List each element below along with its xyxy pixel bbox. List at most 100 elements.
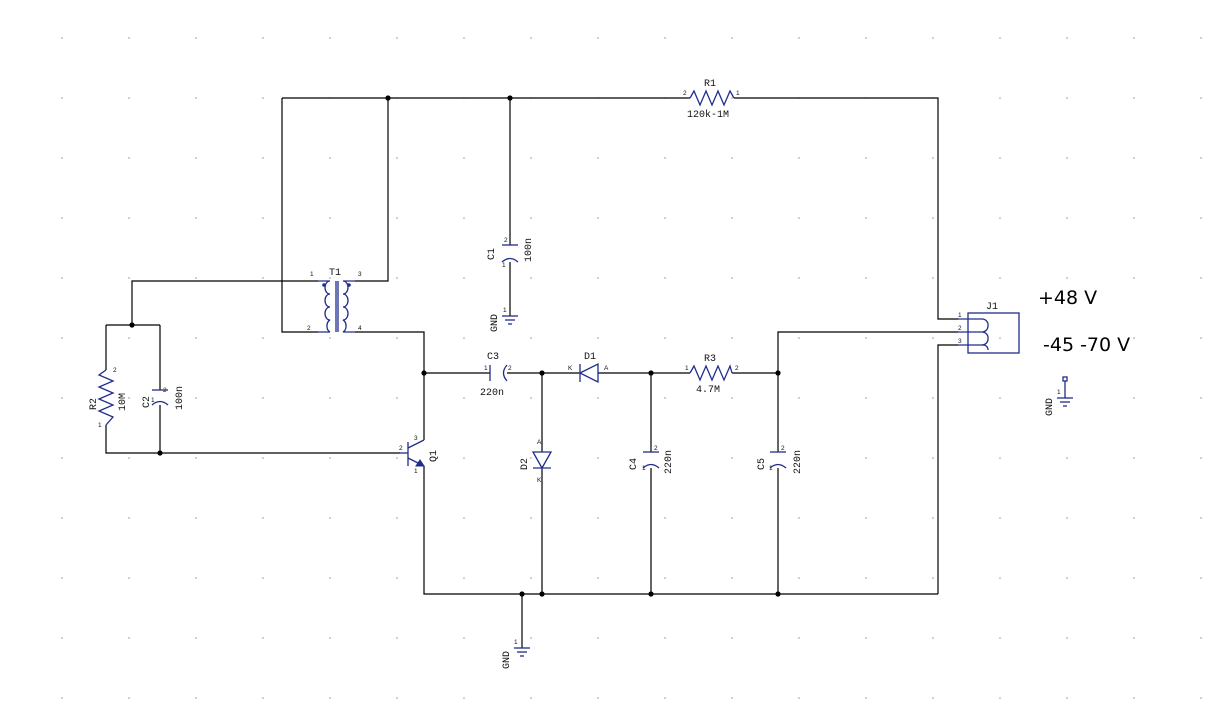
- grid-dot: [932, 337, 934, 339]
- t1-pin-3: 3: [358, 271, 362, 278]
- q1-pin-emitter: 1: [414, 468, 418, 475]
- grid-dot: [664, 337, 666, 339]
- grid-dot: [1066, 637, 1068, 639]
- transistor-q1[interactable]: Q1 3 2 1: [399, 435, 440, 475]
- grid-dot: [61, 157, 63, 159]
- capacitor-c4[interactable]: C4 220n 1 2: [629, 445, 675, 474]
- grid-dot: [865, 517, 867, 519]
- plus-voltage-label: +48 V: [1038, 287, 1097, 309]
- grid-dot: [1200, 457, 1202, 459]
- resistor-r3[interactable]: R3 4.7M 1 2: [685, 354, 739, 396]
- grid-dot: [262, 517, 264, 519]
- grid-dot: [463, 397, 465, 399]
- grid-dot: [1200, 517, 1202, 519]
- grid-dot: [61, 577, 63, 579]
- r1-pin-right: 1: [736, 90, 740, 97]
- grid-dot: [1066, 457, 1068, 459]
- t1-pin-4: 4: [358, 325, 362, 332]
- grid-dot: [329, 637, 331, 639]
- grid-dot: [195, 37, 197, 39]
- grid-dot: [396, 217, 398, 219]
- grid-dot: [61, 697, 63, 699]
- transformer-dot: [347, 283, 351, 287]
- grid-dot: [128, 217, 130, 219]
- grid-dot: [1133, 277, 1135, 279]
- capacitor-c1[interactable]: C1 100n 1 2: [487, 237, 535, 269]
- connector-j1[interactable]: J1 1 2 3: [958, 302, 1020, 354]
- grid-dot: [262, 97, 264, 99]
- diode-d2[interactable]: D2 A K: [520, 439, 553, 484]
- grid-dot: [262, 577, 264, 579]
- grid-dot: [1133, 697, 1135, 699]
- grid-dot: [329, 697, 331, 699]
- transformer-t1[interactable]: T1 1 2 3 4: [307, 268, 362, 333]
- c5-pin-2: 2: [781, 445, 785, 452]
- minus-voltage-label: -45 -70 V: [1043, 334, 1130, 356]
- grid-dot: [932, 697, 934, 699]
- grid-dot: [396, 37, 398, 39]
- grid-dot: [463, 637, 465, 639]
- grid-dot: [329, 397, 331, 399]
- grid-dot: [530, 217, 532, 219]
- grid-dot: [865, 37, 867, 39]
- grid-dot: [932, 37, 934, 39]
- c2-pin-2: 2: [163, 387, 167, 394]
- grid-dot: [396, 577, 398, 579]
- grid-dot: [463, 517, 465, 519]
- d1-pin-k: K: [568, 365, 573, 372]
- transformer-secondary-coil: [342, 280, 355, 333]
- grid-dot: [1200, 577, 1202, 579]
- c2-pin-1: 1: [151, 397, 155, 404]
- resistor-zigzag: [97, 369, 115, 426]
- grid-dot: [396, 157, 398, 159]
- ground-pin-square: [1062, 376, 1068, 382]
- wire-r1-to-j1: [734, 97, 958, 320]
- grid-dot: [195, 577, 197, 579]
- transformer-dot: [322, 283, 326, 287]
- wires: [105, 97, 958, 648]
- grid-dot: [530, 277, 532, 279]
- grid-dot: [664, 517, 666, 519]
- grid-dot: [396, 637, 398, 639]
- grid-dot: [798, 637, 800, 639]
- grid-dot: [530, 637, 532, 639]
- grid-dot: [396, 457, 398, 459]
- capacitor-c5[interactable]: C5 220n 1 2: [757, 445, 804, 474]
- ground-c1: GND 1: [490, 307, 518, 332]
- r3-pin-left: 1: [685, 365, 689, 372]
- grid-dot: [1133, 457, 1135, 459]
- grid-dot: [798, 397, 800, 399]
- capacitor-c2[interactable]: C2 100n 1 2: [142, 386, 186, 410]
- r2-pin-top: 2: [113, 367, 117, 374]
- r1-value: 120k-1M: [687, 109, 729, 121]
- c1-value: 100n: [524, 238, 535, 262]
- grid-dot: [530, 697, 532, 699]
- grid-dot: [865, 577, 867, 579]
- grid-dot: [128, 397, 130, 399]
- capacitor-c3[interactable]: C3 220n 1 2: [480, 352, 512, 399]
- grid-dot: [1200, 277, 1202, 279]
- grid-dot: [597, 337, 599, 339]
- c4-pin-2: 2: [654, 445, 658, 452]
- r2-value: 10M: [118, 393, 129, 411]
- grid-dot: [664, 637, 666, 639]
- grid-dot: [932, 517, 934, 519]
- grid-dot: [798, 37, 800, 39]
- diode-d1[interactable]: D1 K A: [568, 352, 609, 384]
- grid-dot: [798, 277, 800, 279]
- grid-dot: [128, 577, 130, 579]
- grid-dot: [530, 37, 532, 39]
- junction: [157, 450, 163, 456]
- resistor-r2[interactable]: R2 10M 1 2: [89, 367, 129, 429]
- grid-dot: [731, 157, 733, 159]
- grid-dot: [865, 277, 867, 279]
- junction: [648, 591, 654, 597]
- resistor-r1[interactable]: R1 120k-1M 2 1: [683, 79, 740, 121]
- grid-dot: [798, 217, 800, 219]
- grid-dot: [195, 637, 197, 639]
- grid-dot: [1133, 577, 1135, 579]
- grid-dot: [865, 217, 867, 219]
- junction: [129, 322, 135, 328]
- ground-bottom: GND 1: [502, 639, 530, 669]
